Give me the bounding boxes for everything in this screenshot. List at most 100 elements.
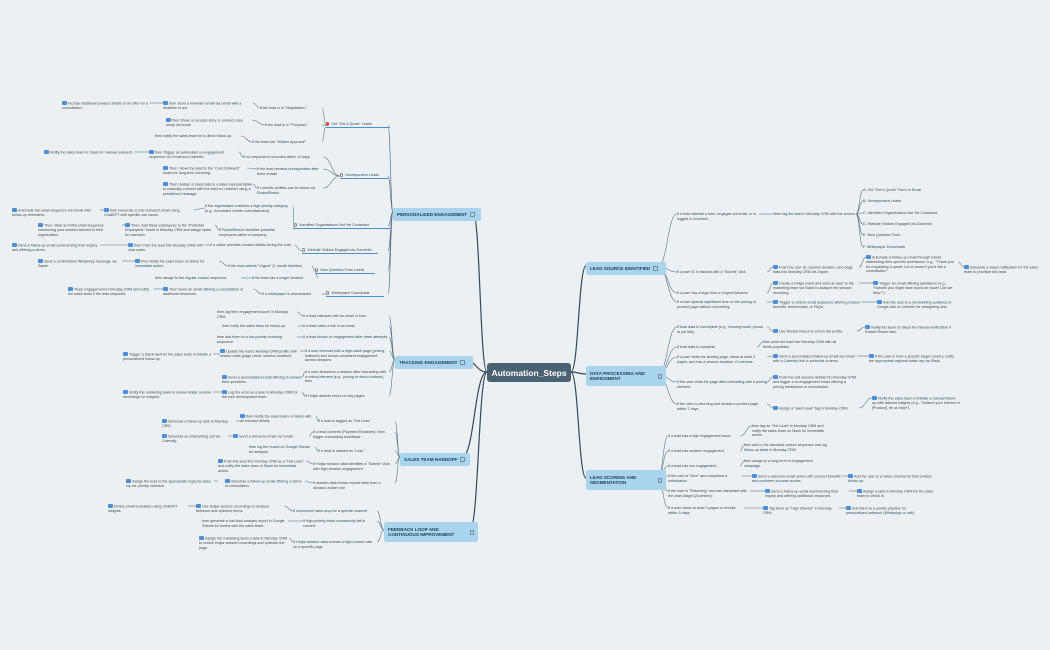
- gmail-icon: [38, 223, 43, 227]
- condition-medium-engagement: If a lead has medium engagement: [668, 449, 724, 453]
- hotjar-icon: [123, 390, 128, 394]
- connector-line: [322, 168, 341, 177]
- gmail-icon: [773, 354, 778, 358]
- slack-icon: [163, 182, 168, 186]
- sub-website-visitors[interactable]: Website Visitors Engaged via Zoominfo: [302, 248, 378, 254]
- branch-data-processing[interactable]: DATA PROCESSING AND ENRICHMENT: [586, 366, 666, 386]
- collapse-icon[interactable]: [470, 529, 474, 535]
- condition-fail-convert: If high-priority leads consistently fail…: [303, 519, 366, 528]
- result-manual-followup: Notify the sales team to initiate a manu…: [872, 396, 960, 410]
- crm-icon: [162, 419, 167, 423]
- condition-high-priority-org: If the organization matches a high-prior…: [205, 204, 288, 213]
- action-notify-urgent: then Notify the sales team on Slack for …: [135, 259, 205, 268]
- connector-line: [252, 183, 258, 189]
- slack-icon: [865, 325, 870, 329]
- action-push-hot-lead: Push the lead into Monday CRM as a "Hot …: [218, 459, 304, 473]
- collapse-icon[interactable]: [470, 212, 476, 217]
- condition-urgent: If the lead selects "Urgent" (1 month ti…: [228, 264, 302, 268]
- condition-hotjar-errors: If Hotjar detects errors on key pages: [305, 394, 365, 398]
- branch-feedback-loop[interactable]: FEEDBACK LOOP AND CONTINUOUS IMPROVEMENT: [384, 522, 478, 542]
- crm-icon: [220, 349, 225, 353]
- condition-bounce-rate: If Hotjar session data reveals a high bo…: [293, 540, 373, 549]
- connector-line: [305, 460, 314, 465]
- connector-line: [739, 444, 745, 452]
- action-calendly-email: Send a personalized follow-up email via …: [773, 354, 855, 363]
- condition-form-submit: If a lead submits a form, engages via em…: [677, 212, 757, 221]
- collapse-icon[interactable]: [460, 457, 466, 462]
- result-product-details: Include additional product details or an…: [62, 101, 148, 110]
- collapse-icon[interactable]: [657, 373, 662, 379]
- connector-line: [394, 450, 401, 458]
- connector-line: [388, 359, 396, 397]
- condition-linkedin: If LinkedIn profiles can be found via Ro…: [257, 186, 316, 195]
- condition-urgent-behavior: If a user has a tags click or Urgent beh…: [677, 291, 749, 295]
- branch-personalized-engagement[interactable]: PERSONALIZED ENGAGEMENT: [393, 208, 481, 221]
- action-notify-followup: then notify the sales team for follow-up…: [222, 324, 287, 328]
- source-f: F. Whitepaper Downloads: [863, 245, 906, 249]
- condition-written-approval: If the lead has "Written Approval": [252, 140, 306, 144]
- result-remarketing: Add the user to a remarketing audience i…: [877, 300, 952, 309]
- slack-icon: [123, 352, 128, 356]
- connector-line: [193, 207, 206, 211]
- sub-whitepaper-downloads[interactable]: Whitepaper Downloads: [326, 291, 384, 297]
- root-topic[interactable]: Automation_Steps: [487, 363, 571, 382]
- action-push-complete: then push the lead into Monday CRM with …: [763, 340, 837, 349]
- crm-icon: [68, 287, 73, 291]
- rocketreach-icon: [773, 329, 778, 333]
- condition-pricing-time: If a user spends significant time on the…: [677, 300, 757, 309]
- sub-identified-organizations[interactable]: Identified Organizations Not Yet Contact…: [294, 223, 390, 229]
- crm-icon: [222, 390, 227, 394]
- connector-line: [472, 211, 488, 373]
- condition-returning-7days: If the user is returning and revisits a …: [677, 402, 758, 411]
- condition-high-engagement: If a lead has a high engagement score: [668, 434, 731, 438]
- action-update-profile: Update the lead's Monday CRM profile wit…: [220, 349, 297, 358]
- collapse-icon[interactable]: [657, 477, 662, 483]
- collapse-icon[interactable]: [653, 266, 659, 271]
- branch-lead-source-identified[interactable]: LEAD SOURCE IDENTIFIED: [586, 262, 666, 275]
- result-whatsapp: Send a confirmation WhatsApp message via…: [38, 259, 117, 268]
- sub-new-question-form[interactable]: New Question Form Leads: [315, 268, 375, 274]
- result-demo-email: Send a follow-up email summarizing their…: [12, 243, 98, 252]
- connector-line: [376, 520, 385, 531]
- slack-icon: [869, 354, 874, 358]
- condition-abandons: If a user abandons a session after inter…: [305, 370, 387, 383]
- result-followup-task: Schedule a follow-up task in Monday CRM.: [162, 419, 229, 428]
- connector-line: [858, 397, 873, 409]
- connector-line: [301, 391, 306, 397]
- zapier-icon: [773, 265, 778, 269]
- condition-payment: If a lead converts (Payment Received), t…: [313, 430, 385, 439]
- slack-icon: [872, 396, 877, 400]
- condition-pricing-element: If the user visits the page after intera…: [677, 380, 767, 389]
- collapse-icon[interactable]: [460, 360, 466, 365]
- gmail-icon: [873, 281, 878, 285]
- board-icon: [163, 166, 168, 170]
- gmail-icon: [222, 375, 227, 379]
- branch-tracking-engagement[interactable]: TRACKING ENGAGEMENT: [395, 356, 473, 369]
- branch-lead-scoring[interactable]: LEAD SCORING AND SEGMENTATION: [586, 470, 666, 490]
- sub-unresponsive-leads[interactable]: Unresponsive Leads: [340, 173, 388, 179]
- action-demo-email: Schedule a follow-up email offering a de…: [225, 479, 302, 488]
- action-personalized-email: Send a personalized email offering to an…: [222, 375, 302, 384]
- action-warm-lead: Assign a "warm lead" tag in Monday CRM.: [773, 406, 859, 411]
- condition-longer-timeline: If the lead has a longer timeline: [252, 276, 304, 280]
- sub-old-quote-leads[interactable]: Old "Get a Quote" Leads: [326, 122, 390, 128]
- connector-line: [296, 311, 304, 317]
- condition-no-engagement: If a lead shows no engagement after thre…: [303, 335, 388, 339]
- connector-line: [766, 355, 774, 358]
- action-standard-nurture: then add to the standard nurture sequenc…: [744, 443, 827, 452]
- action-exit-session: Push the exit session details into Monda…: [773, 375, 857, 389]
- connector-line: [739, 460, 745, 467]
- tag-icon: [763, 506, 768, 510]
- result-followup-quote: Automate a follow-up email through Gmail…: [866, 255, 954, 273]
- connector-line: [756, 341, 764, 348]
- condition-incomplete-data: If lead data is incomplete (e.g., missin…: [677, 325, 764, 334]
- connector-line: [387, 211, 394, 295]
- result-checkin-task: Assign a task in Monday CRM for the sale…: [857, 489, 934, 498]
- branch-sales-team-handoff[interactable]: SALES TEAM HANDOFF: [400, 453, 470, 466]
- condition-proposal: If the lead is in "Proposal,": [265, 123, 308, 127]
- connector-line: [570, 371, 587, 479]
- crm-icon: [128, 243, 133, 247]
- connector-line: [858, 256, 867, 268]
- chatgpt-icon: [104, 208, 109, 212]
- action-push-userid: Push the user ID, session duration, and …: [773, 265, 853, 274]
